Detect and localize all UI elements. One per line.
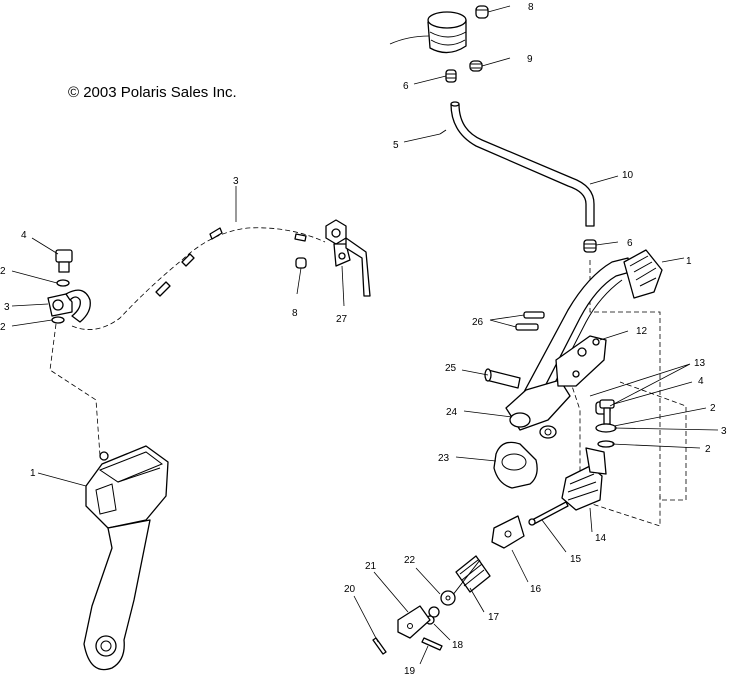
pivot-pin-26b [515, 323, 539, 331]
callout-3: 3 [721, 426, 727, 437]
boot-23 [493, 441, 538, 489]
callout-26: 26 [472, 317, 484, 328]
callout-23: 23 [438, 453, 450, 464]
callout-8: 8 [292, 308, 298, 319]
banjo-fitting-left [47, 289, 91, 323]
reservoir-grommet [469, 60, 483, 72]
callout-17: 17 [488, 612, 500, 623]
callout-25: 25 [445, 363, 457, 374]
spring-17 [451, 555, 491, 597]
callout-9: 9 [527, 54, 533, 65]
callout-24: 24 [446, 407, 458, 418]
washer-left-top [56, 279, 70, 287]
banjo-fitting-right [325, 219, 371, 297]
pedal-pivot-bushing [509, 412, 557, 439]
pushrod-15 [528, 501, 569, 526]
copyright-text: © 2003 Polaris Sales Inc. [68, 84, 237, 101]
callout-14: 14 [595, 533, 607, 544]
brake-line-nut [295, 257, 307, 269]
banjo-bolt-left [55, 249, 73, 273]
reservoir-hose [439, 101, 595, 227]
callout-1: 1 [686, 256, 692, 267]
callout-2: 2 [0, 266, 6, 277]
callout-6: 6 [403, 81, 409, 92]
brake-caliper [83, 445, 169, 671]
callout-2: 2 [0, 322, 6, 333]
cotter-pin-20 [372, 637, 387, 655]
callout-1: 1 [30, 468, 36, 479]
pedal-bracket [555, 335, 607, 387]
reservoir-cap [389, 11, 467, 54]
assembly-dashed-frame-1 [589, 260, 687, 501]
callout-21: 21 [365, 561, 377, 572]
hose-clamp-upper [445, 69, 457, 83]
callout-4: 4 [21, 230, 27, 241]
washer-22 [440, 590, 456, 606]
pivot-bolt-25 [484, 368, 521, 389]
leader-lines [11, 5, 719, 665]
assembly-link-line [49, 323, 101, 457]
callout-5: 5 [393, 140, 399, 151]
callout-16: 16 [530, 584, 542, 595]
callout-20: 20 [344, 584, 356, 595]
washer-left-bottom [51, 316, 65, 324]
callout-13: 13 [694, 358, 706, 369]
callout-8: 8 [528, 2, 534, 13]
hose-clamp-lower [583, 239, 597, 253]
callout-18: 18 [452, 640, 464, 651]
callout-2: 2 [705, 444, 711, 455]
clevis-pin-19 [421, 637, 443, 651]
callout-15: 15 [570, 554, 582, 565]
callout-10: 10 [622, 170, 634, 181]
washers-right [595, 423, 617, 448]
clevis-21 [397, 605, 431, 639]
reservoir-cap-plug [475, 5, 489, 19]
pivot-pin-26a [523, 311, 545, 319]
callout-3: 3 [4, 302, 10, 313]
clevis-16 [491, 515, 525, 549]
callout-6: 6 [627, 238, 633, 249]
callout-19: 19 [404, 666, 416, 675]
callout-4: 4 [698, 376, 704, 387]
callout-3: 3 [233, 176, 239, 187]
pedal-pad [623, 249, 663, 299]
callout-27: 27 [336, 314, 348, 325]
callout-12: 12 [636, 326, 648, 337]
master-cylinder-14 [561, 447, 607, 511]
callout-22: 22 [404, 555, 416, 566]
brake-line-hose [71, 227, 326, 330]
callout-2: 2 [710, 403, 716, 414]
